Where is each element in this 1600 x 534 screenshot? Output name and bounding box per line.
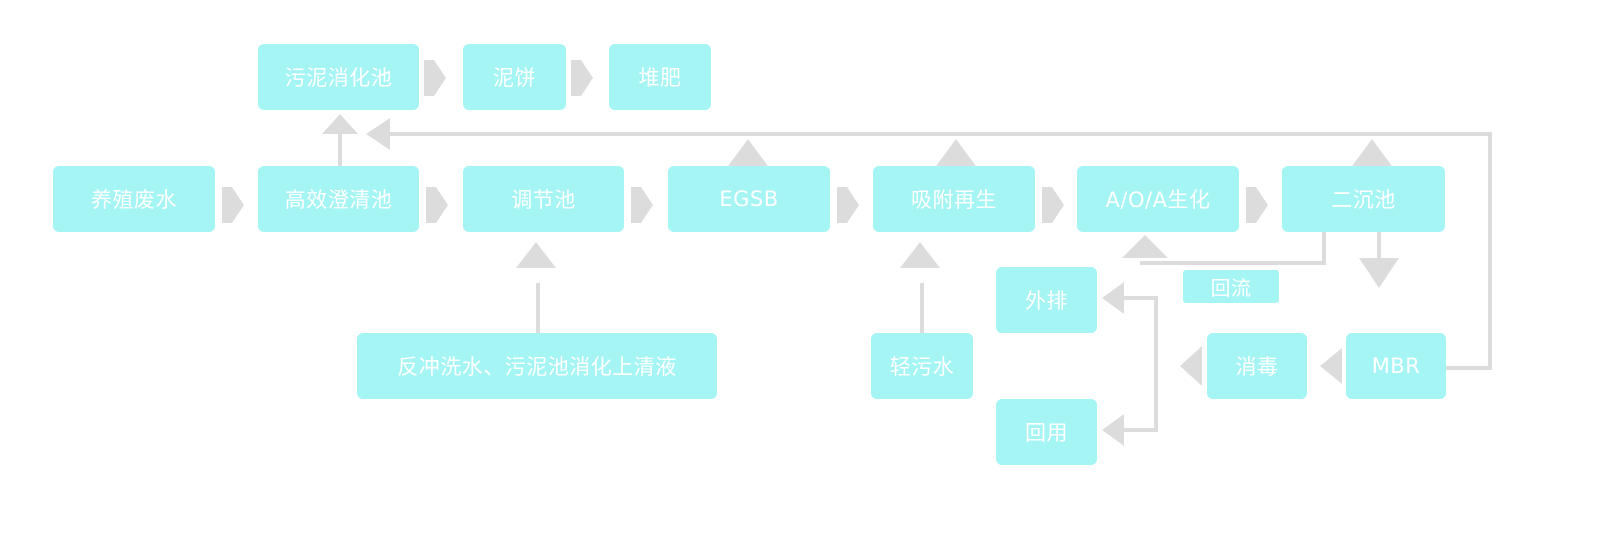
arrow-egsb-adsorption [837, 187, 859, 223]
node-clarifier: 高效澄清池 [258, 166, 419, 232]
arrow-up-secondary [1352, 139, 1392, 166]
split-line-v [1154, 296, 1158, 432]
arrow-left-to-digester [366, 118, 390, 150]
arrow-digester-cake [424, 60, 446, 96]
return-line-top [385, 132, 1492, 136]
arrow-left-discharge [1102, 282, 1124, 314]
reflux-line-h [1140, 261, 1326, 265]
node-adsorption: 吸附再生 [873, 166, 1035, 232]
arrow-equalization-egsb [631, 187, 653, 223]
arrow-down-mbr [1359, 258, 1399, 288]
node-secondary: 二沉池 [1282, 166, 1445, 232]
arrow-disinfection-out [1180, 346, 1202, 386]
arrow-up-egsb [728, 139, 768, 166]
line-secondary-down [1377, 232, 1381, 262]
node-equalization: 调节池 [463, 166, 624, 232]
node-compost: 堆肥 [609, 44, 711, 110]
arrow-up-aoa [1122, 235, 1168, 258]
split-line-top [1118, 296, 1158, 300]
line-backwash-up [536, 283, 540, 335]
arrow-up-adsorption-in [900, 242, 940, 268]
node-reuse: 回用 [996, 399, 1097, 465]
arrow-wastewater-clarifier [222, 187, 244, 223]
arrow-up-equalization [516, 242, 556, 268]
node-egsb: EGSB [668, 166, 830, 232]
arrow-cake-compost [571, 60, 593, 96]
node-backwash: 反冲洗水、污泥池消化上清液 [357, 333, 717, 399]
node-sludge-digester: 污泥消化池 [258, 44, 419, 110]
arrow-aoa-secondary [1246, 187, 1268, 223]
node-mbr: MBR [1346, 333, 1446, 399]
line-clarifier-up [338, 130, 342, 166]
node-disinfection: 消毒 [1207, 333, 1307, 399]
node-discharge: 外排 [996, 267, 1097, 333]
node-wastewater: 养殖废水 [53, 166, 215, 232]
line-light-up [920, 283, 924, 335]
arrow-mbr-disinfection [1320, 348, 1342, 384]
reflux-line-down [1322, 232, 1326, 265]
arrow-up-to-digester [322, 114, 358, 134]
return-line-mbr [1446, 366, 1492, 370]
arrow-left-reuse [1102, 414, 1124, 446]
arrow-up-adsorption [936, 139, 976, 166]
node-sludge-cake: 泥饼 [463, 44, 566, 110]
arrow-adsorption-aoa [1042, 187, 1064, 223]
split-line-bottom [1118, 428, 1158, 432]
node-aoa: A/O/A生化 [1077, 166, 1239, 232]
arrow-clarifier-equalization [426, 187, 448, 223]
return-line-right [1488, 132, 1492, 370]
node-reflux: 回流 [1183, 270, 1279, 303]
node-light: 轻污水 [871, 333, 973, 399]
